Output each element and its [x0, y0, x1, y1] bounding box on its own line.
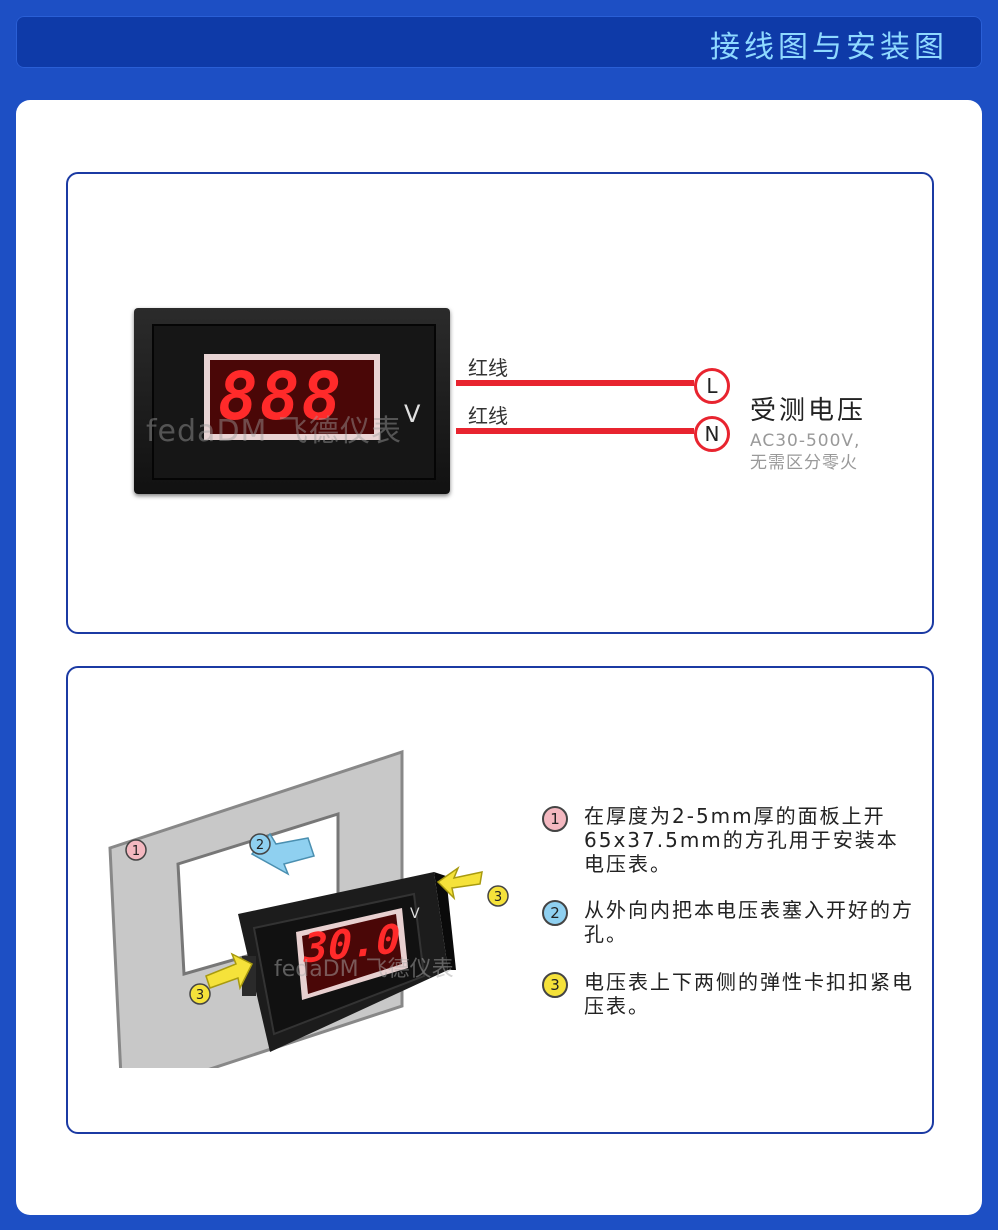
step-badge-1: 1 — [542, 806, 568, 832]
voltage-subtitle: AC30-500V, 无需区分零火 — [750, 430, 910, 474]
install-meter-unit: V — [410, 906, 420, 922]
terminal-l-icon: L — [694, 368, 730, 404]
wire-label-top: 红线 — [468, 356, 508, 380]
step-badge-2: 2 — [542, 900, 568, 926]
clip-arrow-left-icon — [205, 952, 254, 991]
clip-arrow-right-icon — [436, 865, 483, 901]
wiring-diagram-card: 888 V fedaDM 飞德仪表 红线 红线 L N 受测电压 AC30-50… — [66, 172, 934, 634]
meter-unit: V — [404, 400, 421, 428]
red-wire-bottom — [456, 428, 694, 434]
voltmeter-image: 888 V — [134, 308, 450, 494]
red-wire-top — [456, 380, 694, 386]
header-bar: 接线图与安装图 — [16, 16, 982, 68]
install-watermark: fedaDM 飞德仪表 — [274, 957, 454, 982]
step-badge-3: 3 — [542, 972, 568, 998]
voltage-title: 受测电压 — [750, 396, 867, 426]
step-text-1: 在厚度为2-5mm厚的面板上开65x37.5mm的方孔用于安装本电压表。 — [584, 804, 899, 876]
installation-card: 30.0 V fedaDM 飞德仪表 1 2 3 3 1 在厚度为2-5mm厚的… — [66, 666, 934, 1134]
watermark: fedaDM 飞德仪表 — [146, 414, 402, 449]
marker-1: 1 — [132, 844, 140, 859]
marker-3-right: 3 — [494, 890, 502, 905]
page-title: 接线图与安装图 — [710, 30, 948, 65]
terminal-n-icon: N — [694, 416, 730, 452]
marker-2: 2 — [256, 838, 264, 853]
content-panel: 888 V fedaDM 飞德仪表 红线 红线 L N 受测电压 AC30-50… — [16, 100, 982, 1215]
voltage-range: AC30-500V, — [750, 431, 861, 451]
voltage-note: 无需区分零火 — [750, 453, 858, 473]
step-text-2: 从外向内把本电压表塞入开好的方孔。 — [584, 898, 914, 946]
marker-3-left: 3 — [196, 988, 204, 1003]
install-meter-display: 30.0 — [303, 916, 400, 972]
meter-display: 888 — [218, 358, 344, 435]
step-text-3: 电压表上下两侧的弹性卡扣扣紧电压表。 — [584, 970, 914, 1018]
installation-illustration: 30.0 V fedaDM 飞德仪表 1 2 3 3 — [108, 749, 509, 1068]
wire-label-bottom: 红线 — [468, 404, 508, 428]
